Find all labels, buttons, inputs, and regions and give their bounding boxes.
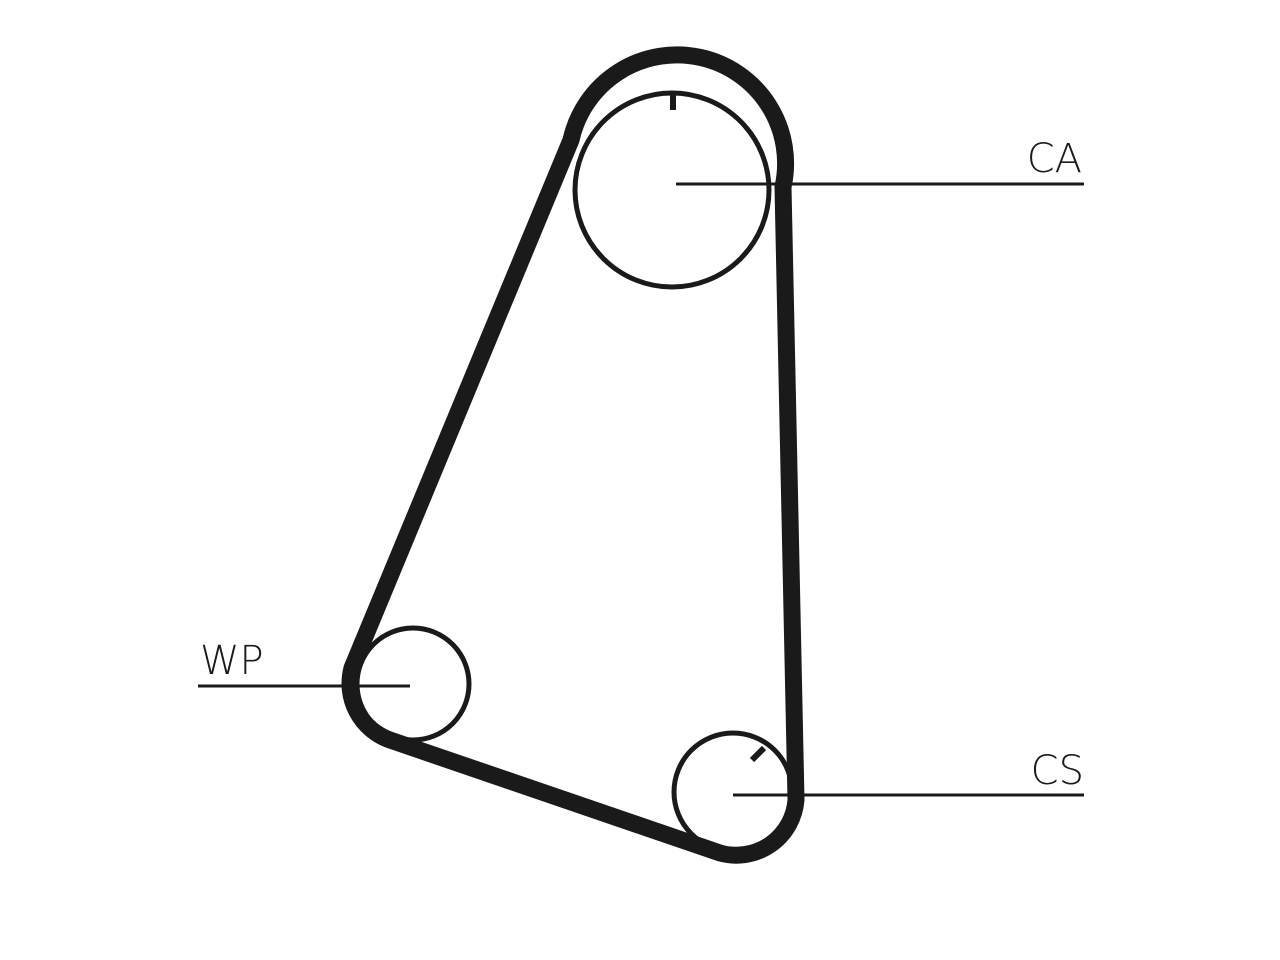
crankshaft-pulley bbox=[671, 730, 795, 854]
water-pump-pulley bbox=[354, 625, 472, 743]
camshaft-label: CA bbox=[1027, 136, 1082, 182]
crankshaft-timing-mark bbox=[749, 745, 767, 763]
camshaft-pulley bbox=[572, 90, 772, 290]
crankshaft-label: CS bbox=[1031, 748, 1084, 794]
timing-belt bbox=[341, 46, 805, 864]
water-pump-label: WP bbox=[200, 638, 264, 684]
